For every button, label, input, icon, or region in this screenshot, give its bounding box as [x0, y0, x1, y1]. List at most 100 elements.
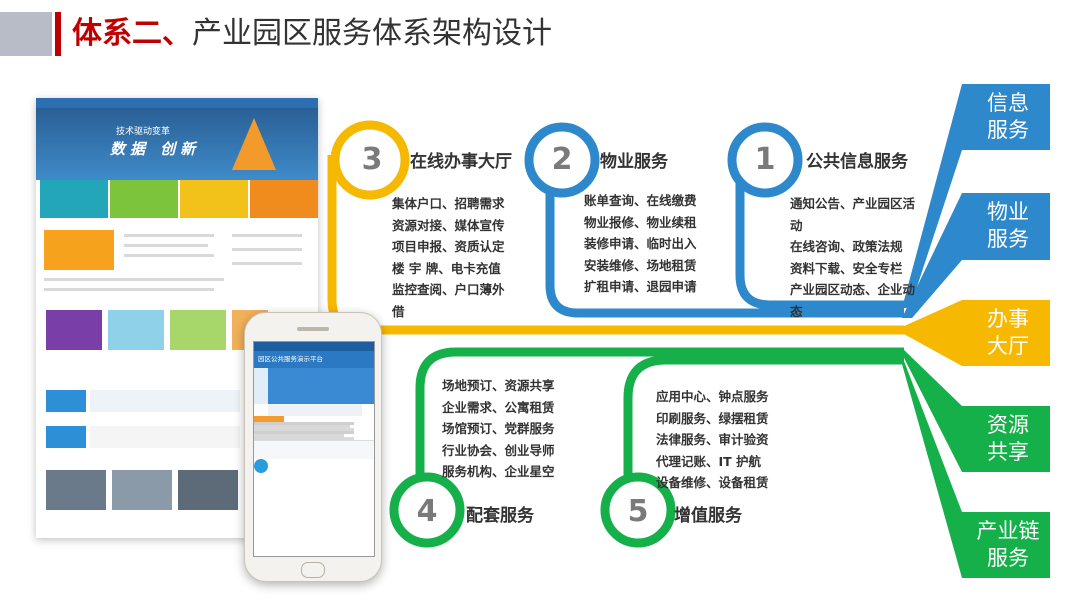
- tab-label-line: 办事: [987, 307, 1029, 331]
- tab-label-line: 服务: [987, 118, 1029, 142]
- list-item: 装修申请、临时出入: [584, 236, 697, 251]
- service-3-heading: 在线办事大厅: [410, 152, 512, 172]
- tab-resource-share: 资源 共享: [966, 412, 1050, 466]
- list-item: 动: [790, 217, 803, 233]
- tab-property-service: 物业 服务: [966, 199, 1050, 253]
- list-item: 设备维修、设备租赁: [656, 475, 769, 490]
- text-row: [124, 254, 214, 257]
- list-item: 场地预订、资源共享: [442, 378, 555, 393]
- tab-label-line: 物业: [987, 200, 1029, 224]
- tab-label-line: 大厅: [987, 334, 1029, 358]
- tab-info-service-shape: [902, 84, 1050, 308]
- service-info-block: [90, 390, 240, 412]
- facility-image: [178, 470, 238, 510]
- app-text-row: [254, 428, 354, 431]
- gallery-image: [108, 310, 164, 350]
- service-1-heading: 公共信息服务: [806, 152, 908, 172]
- facility-image: [112, 470, 172, 510]
- tab-industry-chain: 产业链 服务: [966, 518, 1050, 572]
- phone-screen: 园区公共服务演示平台: [253, 341, 375, 557]
- app-text-row: [254, 434, 344, 437]
- service-4-number: 4: [416, 494, 438, 529]
- text-row: [124, 234, 214, 237]
- website-banner: 技术驱动变革 数据 创新: [36, 108, 318, 180]
- app-text-row: [254, 425, 350, 428]
- service-4-list: 场地预订、资源共享 企业需求、公寓租赁 场馆预订、党群服务 行业协会、创业导师 …: [442, 375, 555, 483]
- website-feature-tiles: [36, 180, 318, 218]
- text-row: [232, 234, 302, 237]
- green-ring-4: [389, 472, 465, 548]
- list-item: 安装维修、场地租赁: [584, 257, 697, 273]
- tab-industry-chain-shape: [902, 356, 1050, 578]
- feature-tile: [180, 180, 248, 218]
- text-row: [44, 278, 224, 281]
- service-icon-block: [46, 426, 86, 448]
- green-flow-line-5: [623, 355, 904, 505]
- green-flow-line-4: [415, 347, 904, 505]
- list-item: 印刷服务、绿摆租赁: [656, 410, 769, 426]
- tab-label-line: 共享: [987, 440, 1029, 464]
- gallery-image: [170, 310, 226, 350]
- phone-home-button: [301, 562, 325, 578]
- feature-tile: [250, 180, 318, 218]
- list-item: 企业需求、公寓租赁: [442, 399, 555, 415]
- app-section-tag: [254, 416, 284, 422]
- tab-label-line: 产业链: [976, 519, 1040, 543]
- blue-ring-2: [524, 122, 600, 198]
- tab-resource-share-shape: [902, 348, 1050, 472]
- service-2-list: 账单查询、在线缴费 物业报修、物业续租 装修申请、临时出入 安装维修、场地租赁 …: [584, 190, 697, 298]
- title-main: 产业园区服务体系架构设计: [192, 16, 552, 51]
- app-icon: [254, 380, 268, 392]
- text-row: [44, 288, 214, 291]
- website-logo: 数据 创新: [110, 140, 201, 158]
- service-4-heading: 配套服务: [466, 506, 534, 526]
- app-add-button: [254, 459, 268, 473]
- facility-image: [46, 470, 106, 510]
- list-item: 借: [392, 303, 405, 319]
- title-prefix: 体系二、: [72, 16, 192, 51]
- list-item: 项目申报、资质认定: [392, 239, 505, 254]
- app-text-row: [254, 431, 354, 434]
- list-item: 扩租申请、退园申请: [584, 279, 697, 294]
- list-item: 行业协会、创业导师: [442, 442, 555, 458]
- list-item: 在线咨询、政策法规: [790, 239, 903, 254]
- tab-label-line: 信息: [987, 91, 1029, 115]
- service-3-number: 3: [361, 142, 383, 177]
- text-row: [124, 244, 208, 247]
- service-2-heading: 物业服务: [600, 152, 668, 172]
- news-image: [44, 230, 114, 270]
- app-icon: [254, 392, 268, 404]
- text-row: [232, 262, 302, 265]
- feature-tile: [110, 180, 178, 218]
- tab-label-line: 资源: [987, 413, 1029, 437]
- list-item: 代理记账、IT 护航: [656, 453, 762, 469]
- banner-decoration: [232, 118, 276, 170]
- list-item: 资源对接、媒体宣传: [392, 217, 505, 233]
- tab-info-service: 信息 服务: [966, 90, 1050, 144]
- service-1-number: 1: [754, 142, 776, 177]
- tab-office-hall: 办事 大厅: [966, 306, 1050, 360]
- tab-label-line: 服务: [987, 546, 1029, 570]
- green-ring-5: [600, 472, 676, 548]
- list-item: 物业报修、物业续租: [584, 214, 697, 230]
- text-row: [232, 248, 302, 251]
- gallery-image: [46, 310, 102, 350]
- list-item: 产业园区动态、企业动: [790, 282, 916, 297]
- app-text-row: [254, 422, 354, 425]
- phone-speaker: [297, 327, 329, 331]
- header-gray-block: [0, 12, 52, 56]
- list-item: 态: [790, 303, 803, 319]
- website-screenshot: 技术驱动变革 数据 创新: [36, 98, 318, 538]
- list-item: 账单查询、在线缴费: [584, 193, 697, 208]
- app-menu-row: [254, 404, 362, 416]
- list-item: 楼 宇 牌、电卡充值: [392, 260, 501, 276]
- blue-flow-line-2: [545, 158, 904, 318]
- service-5-list: 应用中心、钟点服务 印刷服务、绿摆租赁 法律服务、审计验资 代理记账、IT 护航…: [656, 386, 769, 494]
- service-5-heading: 增值服务: [674, 506, 742, 526]
- tab-office-hall-shape: [902, 300, 1050, 366]
- phone-status-bar: [254, 342, 374, 351]
- website-nav-bar: [36, 98, 318, 108]
- tab-label-line: 服务: [987, 227, 1029, 251]
- list-item: 应用中心、钟点服务: [656, 389, 769, 404]
- service-3-list: 集体户口、招聘需求 资源对接、媒体宣传 项目申报、资质认定 楼 宇 牌、电卡充值…: [392, 193, 505, 322]
